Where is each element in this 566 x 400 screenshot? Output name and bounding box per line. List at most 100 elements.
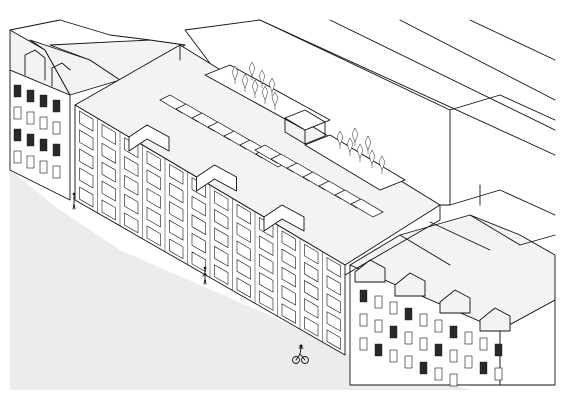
facade-window xyxy=(146,150,161,172)
house-window xyxy=(464,331,473,345)
facade-window xyxy=(146,187,161,209)
house-window xyxy=(52,99,61,113)
roof-garden xyxy=(231,61,386,174)
facade-window xyxy=(326,275,341,296)
facade-window xyxy=(326,257,341,278)
house-window xyxy=(13,128,22,142)
facade-window xyxy=(236,277,251,298)
facade-window xyxy=(101,123,116,145)
tree-icon xyxy=(368,149,376,168)
facade-window xyxy=(304,261,319,283)
facade-window xyxy=(214,190,229,212)
sidewalk xyxy=(10,255,360,390)
house-window xyxy=(419,337,428,351)
house-window xyxy=(359,337,368,351)
house-window xyxy=(389,325,398,339)
house-window xyxy=(39,160,48,174)
house-window xyxy=(479,337,488,351)
facade-window xyxy=(281,266,296,288)
house-window xyxy=(479,361,488,375)
house-window xyxy=(419,313,428,327)
facade-window xyxy=(101,199,116,221)
tree-icon xyxy=(346,137,354,156)
house-window xyxy=(359,313,368,327)
house-window xyxy=(434,367,443,381)
facade-window xyxy=(281,285,296,306)
house-window xyxy=(449,373,458,387)
house-window xyxy=(404,307,413,321)
house-window xyxy=(374,319,383,333)
house-window xyxy=(26,89,35,103)
solar-panel xyxy=(350,198,384,218)
facade-window xyxy=(101,180,116,202)
facade-window xyxy=(304,280,319,301)
facade-window xyxy=(191,251,206,273)
house-window xyxy=(39,116,48,130)
facade-window xyxy=(146,169,161,191)
facade-window xyxy=(169,201,184,222)
tree-icon xyxy=(268,77,276,96)
facade-window xyxy=(101,142,116,164)
facade-window xyxy=(169,238,184,260)
roof-dormer xyxy=(263,204,305,232)
facade-window xyxy=(124,193,139,215)
facade-window xyxy=(214,208,229,230)
main-building xyxy=(74,44,441,356)
facade-window xyxy=(124,174,139,196)
facade-window xyxy=(236,203,251,225)
facade-window xyxy=(326,293,341,314)
house-window xyxy=(26,133,35,147)
facade-window xyxy=(326,311,341,332)
roof-dormer xyxy=(196,164,237,192)
pedestrian-icon xyxy=(72,192,76,210)
facade-window xyxy=(169,163,184,185)
facade-window xyxy=(124,156,139,178)
facade-window xyxy=(169,182,184,204)
house-window xyxy=(374,295,383,309)
house-window xyxy=(52,121,61,135)
facade-window xyxy=(214,245,229,267)
facade-window xyxy=(259,235,274,257)
facade-window xyxy=(214,264,229,286)
facade-windows xyxy=(74,105,341,350)
facade-window xyxy=(281,230,296,252)
house-window xyxy=(26,111,35,125)
facade-window xyxy=(191,214,206,236)
house-window xyxy=(359,289,368,303)
roof-terrace-wall-right xyxy=(304,134,406,191)
house-window xyxy=(449,349,458,363)
house-window xyxy=(404,331,413,345)
facade-window xyxy=(304,243,319,265)
house-window xyxy=(404,355,413,369)
facade-window xyxy=(326,329,341,350)
tree-icon xyxy=(248,61,256,80)
facade-window xyxy=(259,253,274,275)
facade-window xyxy=(304,316,319,337)
tree-icon xyxy=(351,127,359,146)
facade-window xyxy=(214,227,229,249)
facade-window xyxy=(281,303,296,324)
facade-window xyxy=(236,222,251,243)
tree-icon xyxy=(241,73,249,92)
tree-icon xyxy=(364,135,372,154)
facade-window xyxy=(259,272,274,293)
facade-window xyxy=(79,186,94,208)
facade-window xyxy=(191,232,206,254)
house-window xyxy=(13,106,22,120)
house-window xyxy=(52,165,61,179)
house-window xyxy=(374,343,383,357)
house-window xyxy=(434,343,443,357)
house-window xyxy=(494,343,503,357)
house-window xyxy=(39,138,48,152)
facade-window xyxy=(281,248,296,270)
facade-window xyxy=(79,110,94,132)
house-window xyxy=(494,367,503,381)
house-window xyxy=(13,84,22,98)
facade-window xyxy=(79,148,94,170)
house-window xyxy=(389,349,398,363)
house-window xyxy=(449,325,458,339)
facade-window xyxy=(191,195,206,217)
tree-icon xyxy=(336,130,344,149)
